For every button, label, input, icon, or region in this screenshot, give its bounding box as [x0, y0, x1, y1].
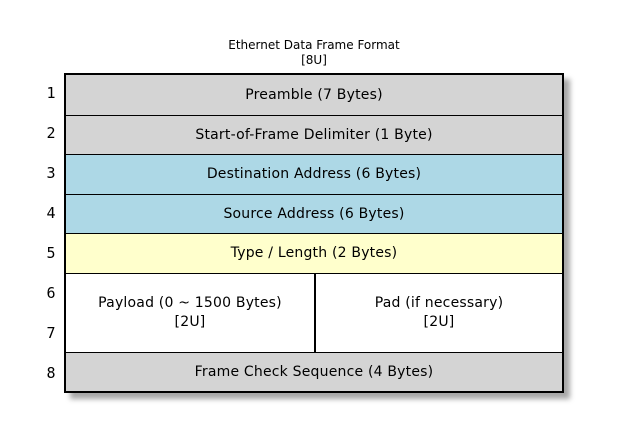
frame-row-payload-pad: Payload (0 ~ 1500 Bytes) [2U] Pad (if ne…: [66, 272, 562, 352]
frame-cell-pad-label: Pad (if necessary): [374, 294, 504, 311]
frame-row-destination-address-label: Destination Address (6 Bytes): [206, 166, 422, 183]
frame-cell-pad: Pad (if necessary) [2U]: [314, 273, 562, 352]
frame-cell-payload-sub: [2U]: [174, 313, 206, 330]
row-number-7: 7: [46, 324, 56, 342]
frame-cell-payload-label: Payload (0 ~ 1500 Bytes): [98, 294, 282, 311]
frame-row-preamble-label: Preamble (7 Bytes): [245, 86, 383, 103]
frame-row-type-length: Type / Length (2 Bytes): [66, 233, 562, 273]
frame-cell-payload: Payload (0 ~ 1500 Bytes) [2U]: [66, 274, 314, 352]
diagram-title: Ethernet Data Frame Format [8U]: [64, 38, 564, 68]
row-number-5: 5: [46, 244, 56, 262]
row-number-2: 2: [46, 124, 56, 142]
row-number-3: 3: [46, 164, 56, 182]
frame-table: Preamble (7 Bytes) Start-of-Frame Delimi…: [64, 73, 564, 393]
frame-row-fcs: Frame Check Sequence (4 Bytes): [66, 351, 562, 391]
row-number-6: 6: [46, 284, 56, 302]
row-number-1: 1: [46, 84, 56, 102]
diagram-title-line1: Ethernet Data Frame Format: [228, 38, 400, 52]
frame-row-sfd: Start-of-Frame Delimiter (1 Byte): [66, 114, 562, 154]
frame-row-source-address-label: Source Address (6 Bytes): [223, 205, 405, 222]
frame-row-source-address: Source Address (6 Bytes): [66, 193, 562, 233]
frame-cell-pad-sub: [2U]: [423, 313, 455, 330]
diagram-title-line2: [8U]: [301, 53, 327, 67]
frame-row-type-length-label: Type / Length (2 Bytes): [230, 245, 398, 262]
row-number-4: 4: [46, 204, 56, 222]
frame-row-preamble: Preamble (7 Bytes): [66, 75, 562, 115]
frame-row-destination-address: Destination Address (6 Bytes): [66, 154, 562, 194]
frame-row-fcs-label: Frame Check Sequence (4 Bytes): [194, 363, 434, 380]
frame-row-sfd-label: Start-of-Frame Delimiter (1 Byte): [195, 126, 433, 143]
row-number-8: 8: [46, 364, 56, 382]
